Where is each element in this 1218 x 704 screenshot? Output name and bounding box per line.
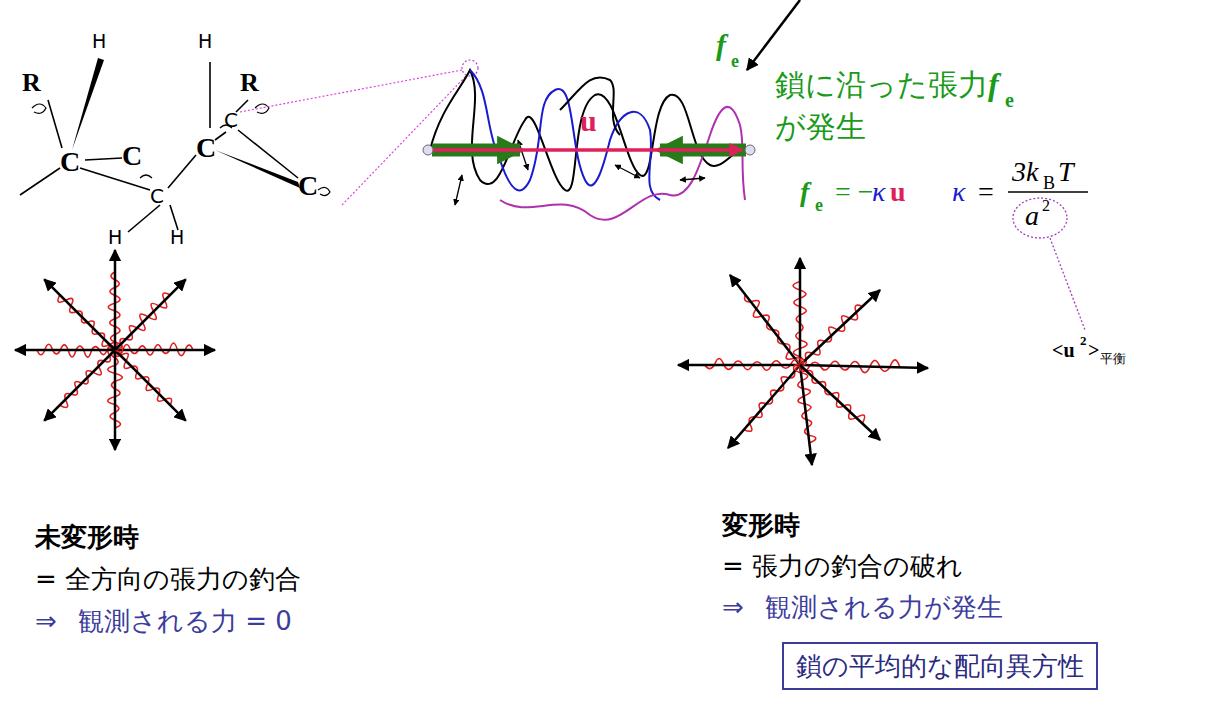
tension-vector bbox=[114, 250, 117, 350]
label: T bbox=[1058, 158, 1074, 186]
chain-end bbox=[423, 145, 433, 155]
label: <u bbox=[1052, 340, 1075, 360]
label: e bbox=[815, 196, 823, 214]
tension-vector bbox=[44, 350, 115, 421]
label: 鎖に沿った張力 bbox=[775, 70, 988, 100]
label: = 全方向の張力の釣合 bbox=[35, 566, 301, 592]
label: C bbox=[298, 172, 318, 200]
label: B bbox=[1043, 174, 1055, 192]
label: 観測される力が発生 bbox=[765, 594, 1003, 620]
label: = bbox=[978, 178, 994, 206]
wedge-bond bbox=[215, 150, 300, 188]
label: H bbox=[170, 228, 184, 247]
label: ⇒ bbox=[722, 594, 744, 620]
label: 2 bbox=[1080, 334, 1087, 347]
label: R bbox=[22, 70, 41, 96]
label: C bbox=[196, 134, 216, 162]
label: 変形時 bbox=[722, 512, 800, 538]
label: ⇒ bbox=[35, 608, 57, 634]
label: C bbox=[224, 110, 238, 130]
label: 2 bbox=[1042, 198, 1050, 214]
tension-vector bbox=[730, 275, 800, 365]
tension-vector bbox=[115, 350, 186, 421]
box-text: 鎖の平均的な配向異方性 bbox=[796, 653, 1084, 679]
label: e bbox=[1005, 90, 1014, 110]
polymer-chains bbox=[430, 70, 745, 220]
label: = − bbox=[835, 178, 874, 206]
label: C bbox=[150, 186, 164, 206]
label: f bbox=[716, 30, 726, 60]
label: C bbox=[60, 148, 80, 176]
chain-stars bbox=[15, 250, 928, 465]
wedge-bond bbox=[72, 58, 104, 150]
label: 未変形時 bbox=[35, 524, 139, 550]
tension-vector bbox=[800, 290, 880, 365]
molecule-bonds bbox=[20, 62, 298, 232]
tension-vector bbox=[799, 258, 802, 365]
label: H bbox=[108, 228, 122, 247]
tension-vector bbox=[678, 364, 800, 367]
label: a bbox=[1025, 202, 1039, 230]
tension-vector bbox=[800, 365, 928, 368]
label: e bbox=[731, 52, 739, 70]
tension-vector bbox=[44, 279, 115, 350]
tension-vector bbox=[728, 365, 800, 448]
zoom-lines bbox=[240, 60, 478, 205]
label: が発生 bbox=[775, 112, 866, 142]
chain-end bbox=[745, 145, 755, 155]
rotation-marks bbox=[32, 104, 330, 196]
tension-vector bbox=[115, 349, 215, 352]
dotted-circle bbox=[1013, 198, 1067, 238]
label: u bbox=[890, 178, 906, 206]
label: H bbox=[92, 32, 106, 51]
label: 平衡 bbox=[1100, 352, 1126, 365]
label: f bbox=[988, 68, 999, 100]
end-to-end-vector bbox=[432, 148, 742, 152]
label: R bbox=[240, 70, 259, 96]
tension-vector bbox=[114, 350, 117, 450]
leader-line bbox=[1050, 238, 1085, 330]
tension-vector bbox=[15, 349, 115, 352]
label: f bbox=[800, 178, 809, 206]
label: C bbox=[122, 142, 142, 170]
highlight-box: 鎖の平均的な配向異方性 bbox=[782, 642, 1098, 690]
pointer-arrow bbox=[747, 0, 800, 70]
label: H bbox=[198, 32, 212, 51]
tension-vector bbox=[800, 365, 880, 440]
label: u bbox=[580, 106, 597, 136]
label: 観測される力 = 0 bbox=[78, 608, 292, 634]
tension-vector bbox=[800, 365, 812, 465]
label: = 張力の釣合の破れ bbox=[722, 553, 963, 579]
label: > bbox=[1088, 340, 1099, 360]
tension-vector bbox=[115, 279, 186, 350]
label: 3k bbox=[1012, 158, 1038, 186]
label: κ bbox=[872, 178, 885, 206]
label: κ bbox=[952, 178, 965, 206]
